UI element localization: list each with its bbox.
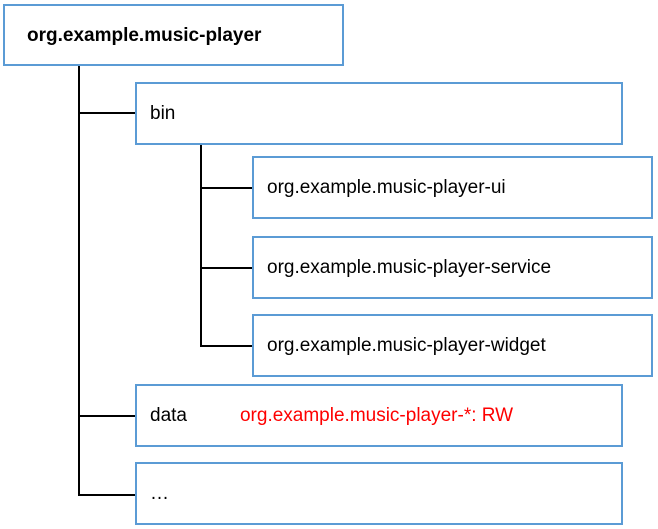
node-bin-label: bin <box>150 103 176 124</box>
trunk-line-bin <box>200 145 202 346</box>
node-root-label: org.example.music-player <box>27 24 262 46</box>
branch-line-ui <box>200 187 254 189</box>
node-data-permission: org.example.music-player-*: RW <box>239 405 514 426</box>
node-more[interactable]: … <box>135 462 623 525</box>
branch-line-more <box>78 494 136 496</box>
node-data-label: data <box>150 405 187 426</box>
node-data[interactable]: data org.example.music-player-*: RW <box>135 384 623 447</box>
node-bin[interactable]: bin <box>135 82 623 145</box>
node-root[interactable]: org.example.music-player <box>3 4 344 66</box>
node-more-label: … <box>150 483 170 504</box>
node-bin-child-service-label: org.example.music-player-service <box>267 257 552 278</box>
branch-line-service <box>200 267 254 269</box>
node-bin-child-widget-label: org.example.music-player-widget <box>267 335 546 356</box>
node-bin-child-ui-label: org.example.music-player-ui <box>267 177 506 198</box>
node-bin-child-widget[interactable]: org.example.music-player-widget <box>252 314 653 377</box>
trunk-line-root <box>78 65 80 496</box>
branch-line-data <box>78 415 136 417</box>
node-bin-child-ui[interactable]: org.example.music-player-ui <box>252 156 653 219</box>
node-bin-child-service[interactable]: org.example.music-player-service <box>252 236 653 299</box>
branch-line-bin <box>78 112 136 114</box>
branch-line-widget <box>200 345 254 347</box>
